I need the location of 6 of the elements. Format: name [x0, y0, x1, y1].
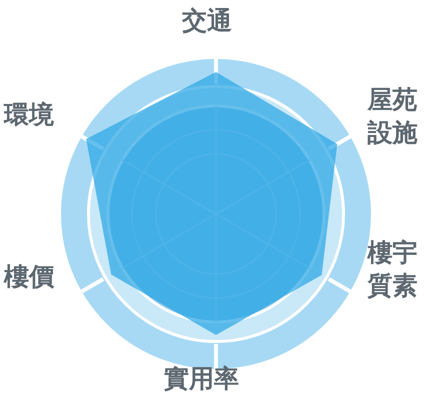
- axis-label: 環境: [4, 99, 54, 131]
- axis-label: 樓價: [4, 261, 54, 293]
- axis-label: 屋苑設施: [366, 84, 418, 149]
- axis-label: 樓宇質素: [366, 237, 418, 302]
- axis-label: 實用率: [164, 363, 239, 395]
- axis-label: 交通: [182, 5, 232, 37]
